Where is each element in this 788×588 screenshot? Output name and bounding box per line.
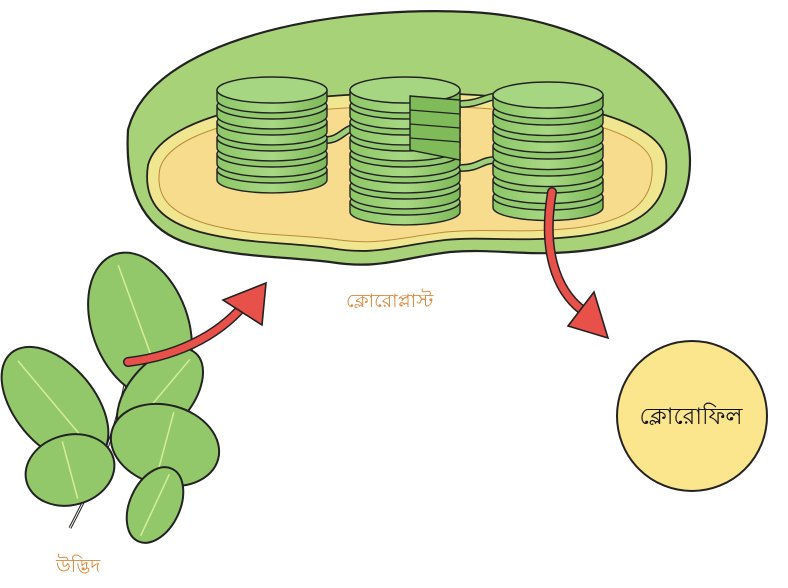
granum-stack-left <box>217 77 327 193</box>
plant-leaves <box>0 238 228 552</box>
chloroplast-label: ক্লোরোপ্লাস্ট <box>346 287 433 319</box>
chloroplast-illustration <box>128 11 690 265</box>
plant-label: উদ্ভিদ <box>56 552 100 584</box>
thylakoid-disc-top <box>493 82 603 108</box>
chlorophyll-label: ক্লোরোফিল <box>616 398 766 437</box>
plant-illustration <box>0 238 228 552</box>
thylakoid-disc-top <box>217 77 327 103</box>
